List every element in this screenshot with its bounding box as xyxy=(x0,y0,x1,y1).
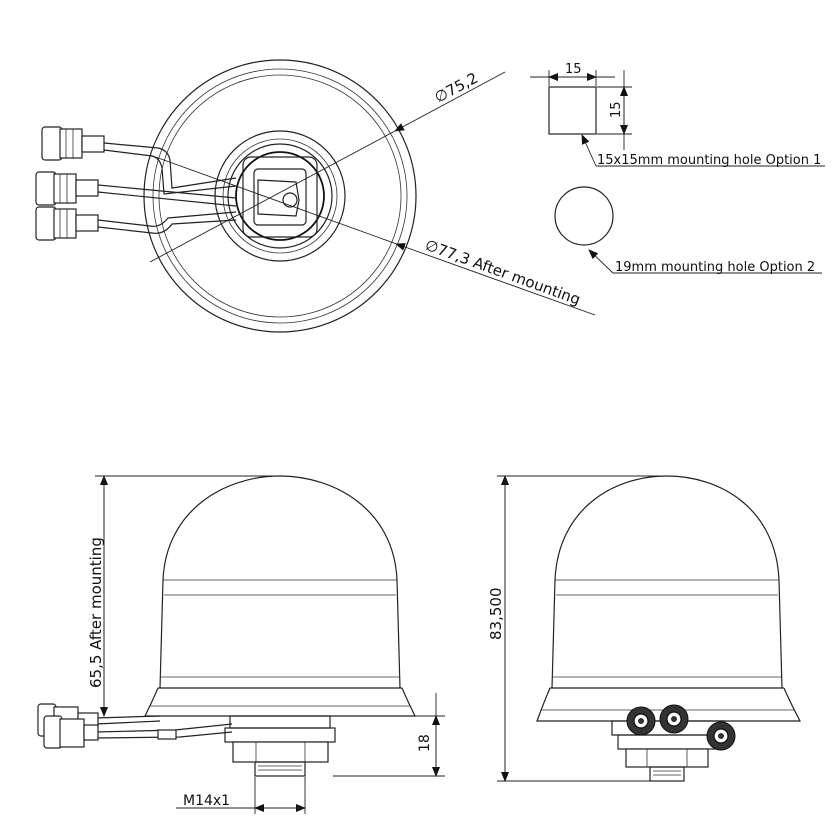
square-width-label: 15 xyxy=(565,62,582,77)
base-nut xyxy=(232,741,329,763)
option1-label: 15x15mm mounting hole Option 1 xyxy=(597,153,821,168)
sma-connector-1 xyxy=(41,126,105,161)
thread xyxy=(254,761,306,777)
back-connector-1 xyxy=(626,706,656,736)
back-dome xyxy=(551,475,783,689)
diameter-label: ∅75,2 xyxy=(431,69,480,107)
square-mounting-hole xyxy=(548,86,597,135)
square-height-label: 15 xyxy=(609,101,624,118)
back-nut xyxy=(625,748,709,768)
side-view: 65,5 After mounting 18 M14x1 xyxy=(37,475,445,814)
back-connector-3 xyxy=(706,721,736,751)
side-connector-2 xyxy=(43,715,99,749)
round-mounting-hole xyxy=(554,186,614,246)
back-connector-2 xyxy=(659,704,689,734)
top-view: ∅75,2 ∅77,3 After mounting xyxy=(35,59,596,333)
hex-nut xyxy=(242,156,318,238)
after-mounting-diameter-label: ∅77,3 After mounting xyxy=(423,236,583,309)
thread-label: M14x1 xyxy=(183,793,230,809)
dome xyxy=(159,475,401,689)
side-height-label: 65,5 After mounting xyxy=(87,537,105,688)
sma-connector-3 xyxy=(35,206,99,241)
back-view: 83,500 xyxy=(487,475,801,782)
base-height-label: 18 xyxy=(417,734,433,752)
sma-connector-2 xyxy=(35,171,99,206)
mounting-holes: 15 15 15x15mm mounting hole Option 1 19m… xyxy=(530,62,825,275)
back-height-label: 83,500 xyxy=(487,588,505,641)
option2-label: 19mm mounting hole Option 2 xyxy=(615,260,815,275)
